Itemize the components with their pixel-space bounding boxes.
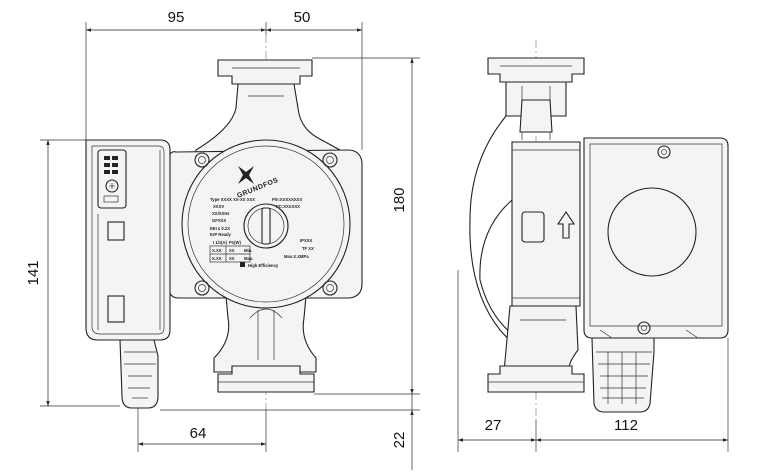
control-button-icon (105, 179, 119, 193)
dim-bottom-width: 64 (190, 425, 207, 442)
nameplate-ip: IPXXX (300, 238, 313, 243)
front-bolts (194, 152, 338, 296)
side-top-flange (487, 57, 585, 83)
nameplate-col-b: P1(W) (229, 240, 241, 245)
nameplate-prod: P/n:XXXXXXXX (272, 197, 302, 202)
front-control-box (85, 139, 171, 341)
dim-left-height: 141 (25, 260, 42, 285)
side-view (457, 40, 729, 452)
front-bottom-flange (217, 365, 315, 393)
side-vent-port (521, 211, 545, 243)
dim-bottom-offset: 22 (391, 432, 408, 449)
nameplate-row2-c: Max. (244, 256, 253, 261)
side-volute-left (469, 115, 521, 353)
front-center-knob (243, 203, 289, 249)
grundfos-logo (238, 166, 254, 184)
nameplate-eei: EEI ≤ 0.2X (210, 226, 230, 231)
nameplate-efficiency: High Efficiency (248, 263, 279, 268)
nameplate-row2-a: X.XX (212, 256, 222, 261)
dim-top-right: 50 (294, 9, 311, 26)
dim-top-left: 95 (168, 9, 185, 26)
nameplate-pc: PC:XXXXXX (276, 204, 300, 209)
nameplate-ready: ErP Ready (210, 232, 232, 237)
side-motor-disc (607, 187, 697, 277)
front-top-flange (217, 59, 313, 85)
nameplate-col-a: I 1/1(A) (213, 240, 228, 245)
front-view: GRUNDFOS Type XXXX XX-XX XXX P/n:XXXXXXX… (40, 22, 420, 452)
side-bottom-neck (503, 305, 579, 373)
dim-right-height: 180 (391, 187, 408, 212)
nameplate-row1-a: X.XX (212, 248, 222, 253)
nameplate-hz: XX/XXHz (212, 211, 229, 216)
side-pump-body (511, 141, 581, 307)
nameplate-maxmpa: Max.X.XMPa (284, 254, 309, 259)
side-cable-plug (591, 337, 655, 413)
side-flow-arrow (556, 211, 576, 239)
nameplate-class: GFXXX (212, 218, 226, 223)
front-bottom-neck (213, 295, 317, 373)
nameplate-row1-b: XX (229, 248, 235, 253)
front-knob-slot (261, 207, 271, 245)
dimension-lines: 95 50 141 180 22 64 27 112 (25, 9, 728, 470)
nameplate: Type XXXX XX-XX XXX P/n:XXXXXXXX PC:XXXX… (209, 197, 314, 268)
nameplate-row2-b: XX (229, 256, 235, 261)
nameplate-tf: TF XX (302, 246, 314, 251)
side-bottom-flange (487, 365, 585, 393)
front-cable-plug (119, 339, 159, 409)
dim-side-bottom-right: 112 (614, 417, 638, 434)
nameplate-type: Type XXXX XX-XX XXX (210, 197, 255, 202)
nameplate-row1-c: Min. (244, 248, 252, 253)
nameplate-volt: XXXV (213, 204, 224, 209)
dim-side-bottom-left: 27 (485, 417, 502, 434)
